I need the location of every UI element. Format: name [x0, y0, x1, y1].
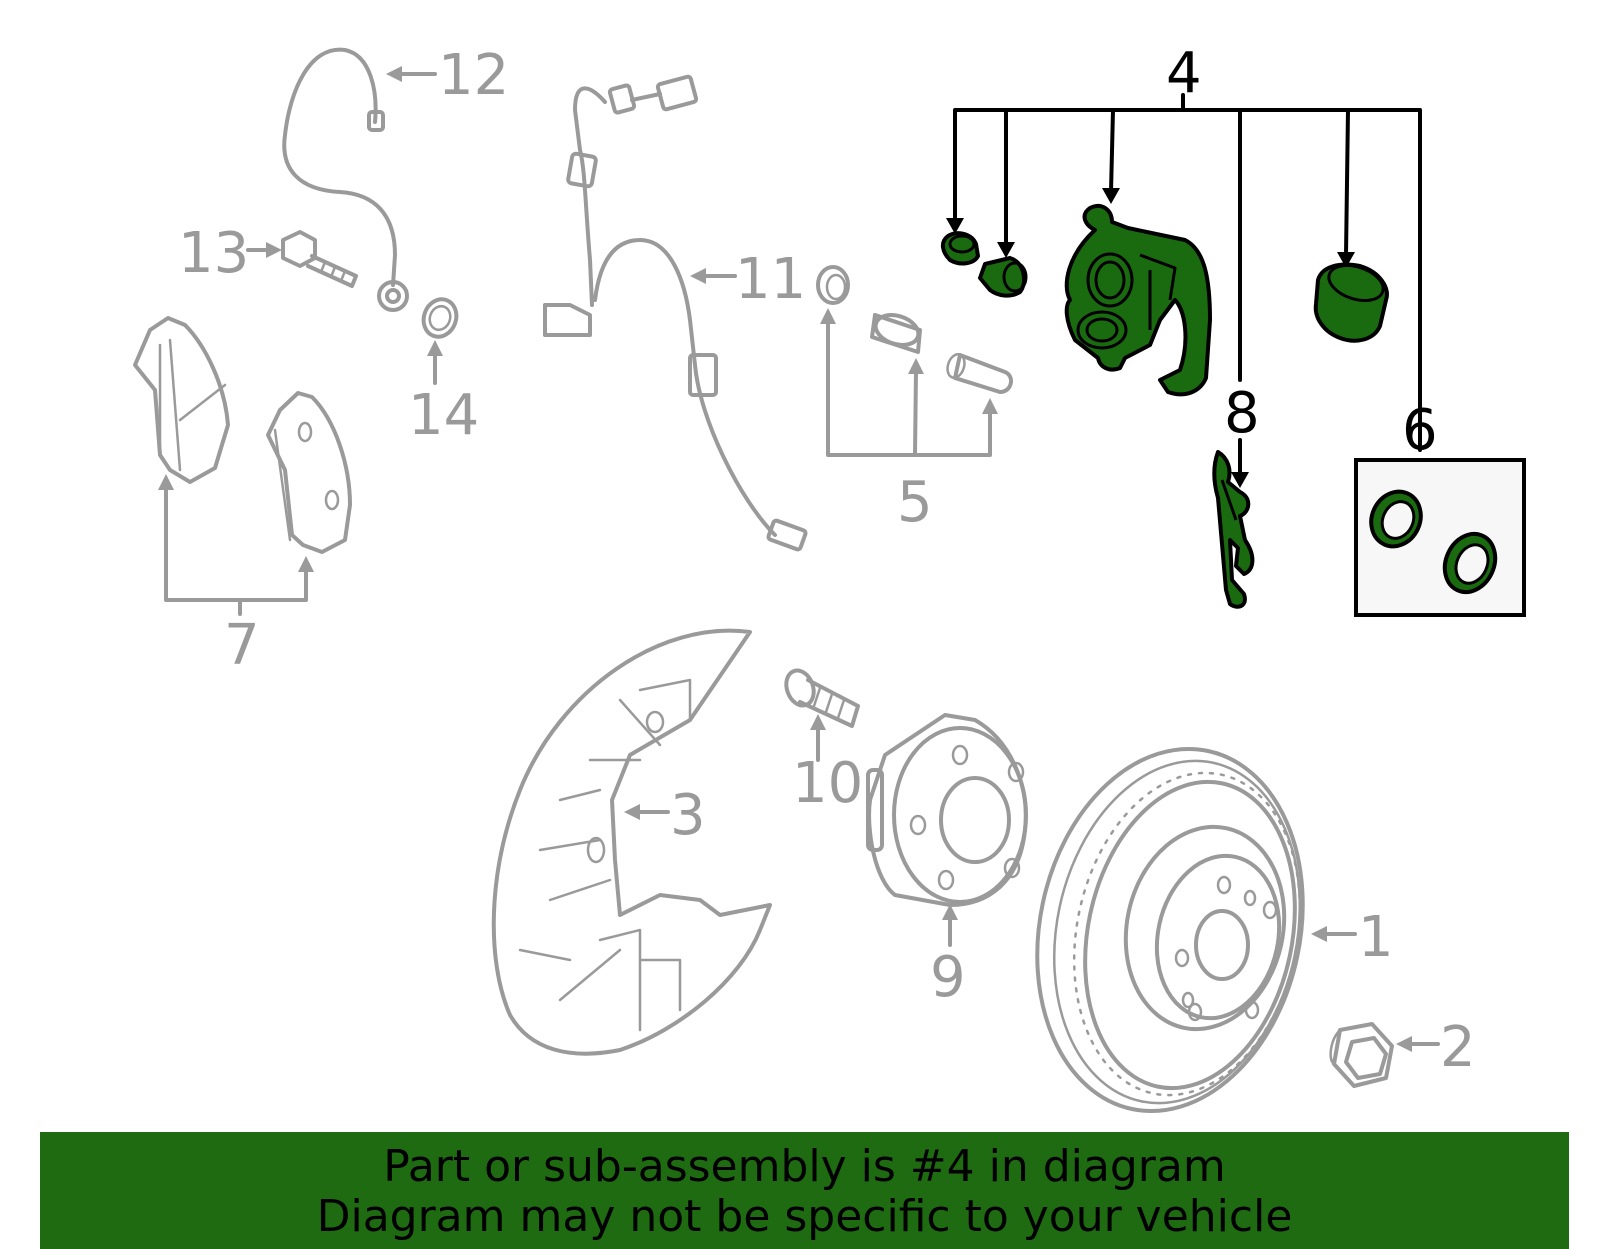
wheel-stud-part[interactable]: [782, 667, 860, 728]
banjo-bolt-part[interactable]: [281, 230, 358, 288]
callout-3: 3: [624, 783, 706, 848]
callout-7: 7: [158, 474, 314, 678]
callout-1-label: 1: [1358, 905, 1394, 970]
abs-sensor-part[interactable]: [543, 74, 808, 552]
callout-2-label: 2: [1440, 1015, 1476, 1080]
callout-7-label: 7: [224, 613, 260, 678]
banner-line-1: Part or sub-assembly is #4 in diagram: [383, 1141, 1226, 1192]
callout-11-label: 11: [735, 247, 806, 312]
seal-kit-part[interactable]: [1354, 458, 1526, 617]
callout-8-label: 8: [1224, 381, 1260, 446]
lug-nut-part[interactable]: [1329, 1022, 1394, 1088]
brake-rotor-part[interactable]: [1005, 724, 1335, 1136]
callout-5-label: 5: [897, 470, 933, 535]
hub-assembly-part[interactable]: [866, 713, 1028, 907]
callout-10-label: 10: [792, 751, 863, 816]
callout-2: 2: [1396, 1015, 1476, 1080]
callout-13-label: 13: [178, 221, 249, 286]
callout-11: 11: [690, 247, 806, 312]
callout-6: 6: [1402, 398, 1438, 463]
caliper-spring-part[interactable]: [1212, 450, 1255, 609]
callout-12-label: 12: [438, 43, 509, 108]
callout-1: 1: [1311, 905, 1394, 970]
callout-14: 14: [408, 340, 479, 448]
callout-10: 10: [792, 714, 863, 816]
callout-4: 4: [946, 41, 1422, 452]
callout-9-label: 9: [930, 945, 966, 1010]
caliper-assembly-part[interactable]: [941, 203, 1389, 397]
callout-14-label: 14: [408, 383, 479, 448]
callout-3-label: 3: [670, 783, 706, 848]
callout-8: 8: [1224, 381, 1260, 488]
washer-part[interactable]: [418, 295, 461, 342]
brake-hose-part[interactable]: [282, 47, 409, 312]
callout-13: 13: [178, 221, 282, 286]
callout-5: 5: [820, 308, 998, 535]
callout-9: 9: [930, 904, 966, 1010]
guide-pin-kit-part[interactable]: [816, 265, 1013, 394]
callout-6-label: 6: [1402, 398, 1438, 463]
callout-12: 12: [386, 43, 509, 108]
banner-line-2: Diagram may not be specific to your vehi…: [316, 1191, 1293, 1242]
info-banner: Part or sub-assembly is #4 in diagram Di…: [40, 1132, 1569, 1249]
brake-pad-set-part[interactable]: [133, 316, 352, 554]
dust-shield-part[interactable]: [491, 628, 772, 1056]
